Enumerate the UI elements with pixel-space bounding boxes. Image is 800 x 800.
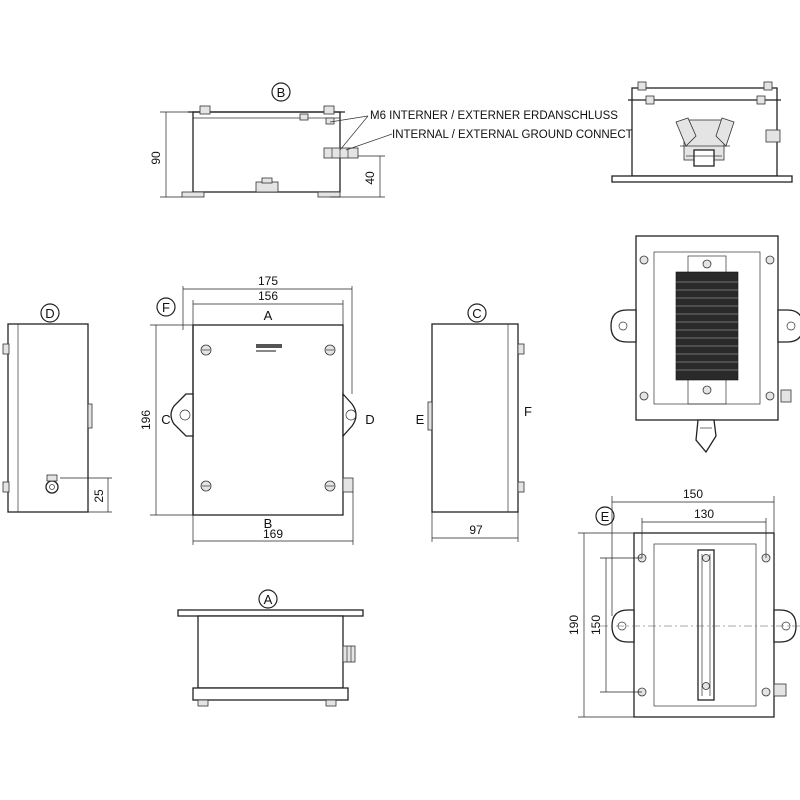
view-d-label: D — [45, 306, 54, 321]
view-a-label: A — [264, 592, 273, 607]
face-label-bottom: B — [264, 516, 273, 531]
view-a: A — [177, 589, 364, 707]
face-label-side-right: F — [524, 404, 532, 419]
dim-height-150: 150 — [589, 615, 603, 635]
terminal-strip-icon — [675, 271, 739, 381]
dim-ground-40: 40 — [363, 171, 377, 185]
dim-height-90: 90 — [149, 151, 163, 165]
note-line-1: M6 INTERNER / EXTERNER ERDANSCHLUSS — [370, 110, 618, 122]
dim-width-150: 150 — [683, 487, 703, 501]
din-rail-icon — [697, 549, 715, 701]
view-c-label: C — [472, 306, 481, 321]
lid-screw-icon — [200, 344, 336, 492]
view-f-label: F — [162, 300, 170, 315]
logo-plate — [256, 344, 282, 348]
dim-width-175: 175 — [258, 274, 278, 288]
face-label-left: C — [161, 412, 170, 427]
dim-height-196: 196 — [139, 410, 153, 430]
view-e-label: E — [601, 509, 610, 524]
dim-width-156: 156 — [258, 289, 278, 303]
view-d: D 25 — [2, 303, 112, 513]
view-c: C 97 E F — [416, 303, 532, 542]
ground-stud-icon — [45, 480, 59, 494]
ground-stud-icon — [323, 147, 359, 159]
view-e: E 150 130 190 150 — [567, 487, 800, 718]
view-f: F 175 156 196 169 — [139, 274, 375, 545]
view-open-side — [611, 81, 793, 183]
face-label-top: A — [264, 308, 273, 323]
dim-height-190: 190 — [567, 615, 581, 635]
view-b-label: B — [277, 85, 286, 100]
note-line-2: INTERNAL / EXTERNAL GROUND CONNECTION — [392, 129, 653, 141]
dim-depth-97: 97 — [469, 523, 483, 537]
dim-width-130: 130 — [694, 507, 714, 521]
face-label-right: D — [365, 412, 374, 427]
dim-ground-25: 25 — [92, 489, 106, 503]
face-label-side-left: E — [416, 412, 425, 427]
view-open-front — [610, 235, 800, 454]
view-b: B 90 40 — [149, 82, 393, 198]
dim-width-169: 169 — [263, 527, 283, 541]
